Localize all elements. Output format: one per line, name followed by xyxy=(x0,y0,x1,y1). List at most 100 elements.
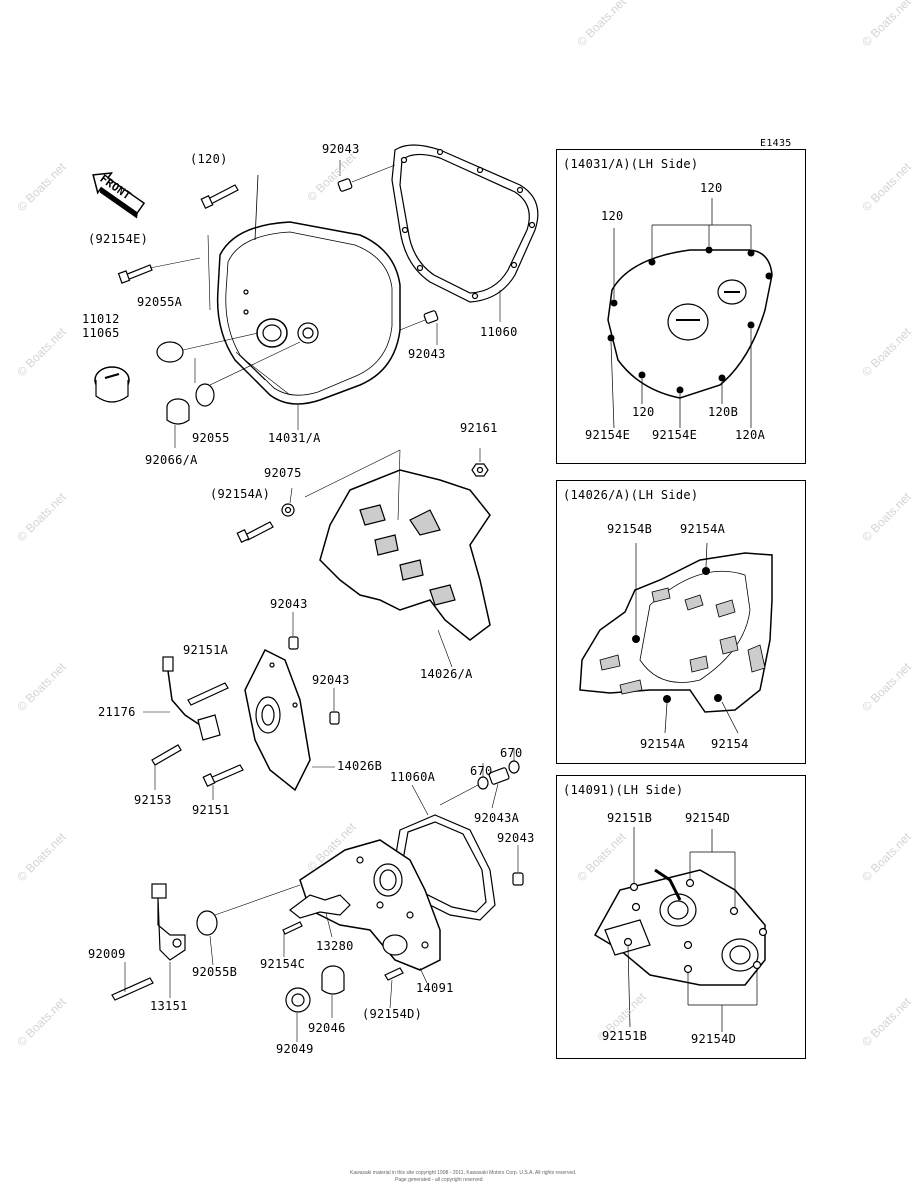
part-label: 14026B xyxy=(337,759,383,773)
seal-92049 xyxy=(285,987,311,1013)
part-label: 21176 xyxy=(98,705,136,719)
part-label: 92161 xyxy=(460,421,498,435)
part-label: (92154A) xyxy=(210,487,271,501)
plug-92066A xyxy=(166,398,190,425)
panel-title: (14031/A)(LH Side) xyxy=(563,157,699,171)
plug-cap-11012 xyxy=(94,366,130,403)
part-label: 92043A xyxy=(474,811,520,825)
dowel-pin-92043-c xyxy=(288,636,299,650)
part-label: 13151 xyxy=(150,999,188,1013)
panel-part-label: 92154A xyxy=(680,522,726,536)
cover-14091 xyxy=(299,839,441,971)
panel-part-label: 92154D xyxy=(685,811,731,825)
panel-part-label: 92154E xyxy=(585,428,631,442)
part-label: 92043 xyxy=(497,831,535,845)
part-label: 11060A xyxy=(390,770,436,784)
nut-92161 xyxy=(471,463,489,477)
panel-title: (14091)(LH Side) xyxy=(563,783,684,797)
panel-part-label: 120 xyxy=(700,181,723,195)
part-label: 14031/A xyxy=(268,431,321,445)
diagram-code: E1435 xyxy=(760,138,792,149)
panel-part-label: 92151B xyxy=(602,1029,648,1043)
sensor-13151 xyxy=(151,883,186,961)
part-label: (120) xyxy=(190,152,228,166)
o-ring-92055B xyxy=(196,910,218,936)
part-label: 92151 xyxy=(192,803,230,817)
part-label: 11065 xyxy=(82,326,120,340)
washer-92075 xyxy=(281,503,295,517)
o-ring-670-b xyxy=(508,760,520,774)
leader-lines xyxy=(124,160,519,1042)
part-label: 92055 xyxy=(192,431,230,445)
part-label: 92153 xyxy=(134,793,172,807)
part-label: 92151A xyxy=(183,643,229,657)
part-label: 670 xyxy=(470,764,493,778)
dowel-pin-92043 xyxy=(337,178,353,192)
part-label: 92043 xyxy=(408,347,446,361)
panel-part-label: 92154E xyxy=(652,428,698,442)
bracket-13280 xyxy=(289,894,351,919)
part-label: 92043 xyxy=(322,142,360,156)
panel-part-label: 92154B xyxy=(607,522,653,536)
panel-part-label: 92154D xyxy=(691,1032,737,1046)
bracket-14026B xyxy=(244,648,311,792)
bolt-92153 xyxy=(151,744,182,766)
bolt-92154C xyxy=(282,921,303,935)
dowel-pin-92043-e xyxy=(512,872,524,886)
part-label: 92043 xyxy=(312,673,350,687)
detail-panel-14031A: (14031/A)(LH Side) xyxy=(556,149,806,464)
part-label: (92154E) xyxy=(88,232,149,246)
bolt-92154D xyxy=(384,967,404,981)
part-label: 11060 xyxy=(480,325,518,339)
panel-part-label: 92154 xyxy=(711,737,749,751)
dowel-pin-92043-d xyxy=(329,711,340,725)
bolt-120 xyxy=(200,184,239,210)
sensor-21176 xyxy=(143,656,221,741)
bearing-92046 xyxy=(321,965,345,995)
bolt-92154E xyxy=(117,264,153,284)
detail-cover-14031A xyxy=(607,198,773,429)
detail-panel-14091: (14091)(LH Side) xyxy=(556,775,806,1059)
part-label: 92055A xyxy=(137,295,183,309)
panel-part-label: 120 xyxy=(632,405,655,419)
bolt-92151 xyxy=(209,764,244,784)
pin-92043A xyxy=(488,767,510,785)
o-ring-92055 xyxy=(195,383,215,407)
outer-cover-14031A xyxy=(216,174,401,405)
part-label: 13280 xyxy=(316,939,354,953)
bolt-92154A xyxy=(236,521,274,544)
part-label: 92046 xyxy=(308,1021,346,1035)
footer-copyright-2: Page generated - all copyright reserved xyxy=(395,1177,483,1183)
part-label: 92066/A xyxy=(145,453,198,467)
part-label: (92154D) xyxy=(362,1007,423,1021)
panel-part-label: 120 xyxy=(601,209,624,223)
part-label: 92043 xyxy=(270,597,308,611)
part-label: 92055B xyxy=(192,965,238,979)
panel-title: (14026/A)(LH Side) xyxy=(563,488,699,502)
bolt-92009 xyxy=(111,977,154,1001)
detail-inner-cover-14026A xyxy=(579,542,773,734)
footer-copyright: Kawasaki material in this site copyright… xyxy=(350,1170,577,1176)
detail-cover-14091 xyxy=(593,827,768,1032)
panel-part-label: 120B xyxy=(708,405,739,419)
part-label: 92075 xyxy=(264,466,302,480)
bolt-92151A xyxy=(187,682,229,706)
part-label: 92154C xyxy=(260,957,306,971)
panel-part-label: 92154A xyxy=(640,737,686,751)
part-label: 14026/A xyxy=(420,667,473,681)
part-label: 670 xyxy=(500,746,523,760)
panel-part-label: 120A xyxy=(735,428,766,442)
part-label: 92049 xyxy=(276,1042,314,1056)
part-label: 14091 xyxy=(416,981,454,995)
inner-cover-14026A xyxy=(304,449,491,641)
o-ring-92055A xyxy=(156,341,184,363)
dowel-pin-92043-b xyxy=(423,310,439,324)
front-arrow-icon xyxy=(92,172,146,219)
gasket-11060 xyxy=(391,144,539,303)
o-ring-670-a xyxy=(477,776,489,790)
detail-panel-14026A: (14026/A)(LH Side) xyxy=(556,480,806,764)
part-label: 11012 xyxy=(82,312,120,326)
panel-part-label: 92151B xyxy=(607,811,653,825)
part-label: 92009 xyxy=(88,947,126,961)
